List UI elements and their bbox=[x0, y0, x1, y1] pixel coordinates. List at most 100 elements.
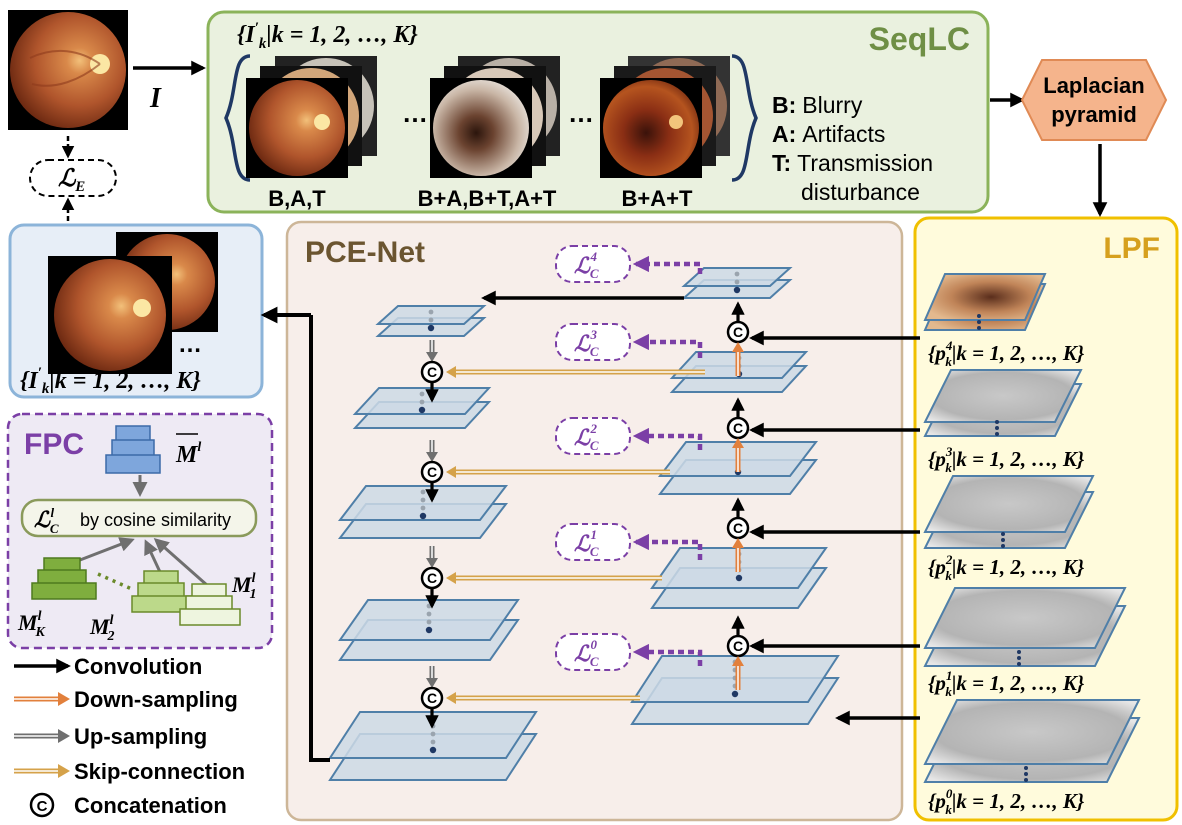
loss-c-2: ℒC2 bbox=[555, 417, 703, 455]
downsample-arrow-1 bbox=[732, 438, 744, 472]
downsample-arrow-0 bbox=[732, 342, 744, 376]
fpc-loss-box bbox=[20, 498, 258, 538]
laplacian-line-2: pyramid bbox=[1051, 102, 1137, 127]
laplacian-line-1: Laplacian bbox=[1043, 73, 1144, 98]
pce-net-title: PCE-Net bbox=[305, 236, 425, 269]
decoder-level-3 bbox=[352, 387, 492, 429]
loss-c-4: ℒC4 bbox=[555, 245, 703, 283]
legend: Convolution Down-sampling Up-sampling Sk… bbox=[14, 654, 245, 818]
svg-text:C: C bbox=[733, 638, 743, 654]
downsample-arrow-3 bbox=[732, 656, 744, 690]
loss-e-box bbox=[29, 159, 117, 197]
loss-c-3: ℒC3 bbox=[555, 323, 703, 361]
svg-text:ℒC4: ℒC4 bbox=[574, 249, 599, 281]
seqlc-legend-blurry: B:Blurry bbox=[772, 92, 863, 118]
legend-up-label: Up-sampling bbox=[74, 724, 207, 749]
fpc-stack-1 bbox=[179, 583, 241, 626]
decoder-level-4 bbox=[375, 305, 487, 337]
legend-skip-label: Skip-connection bbox=[74, 759, 245, 784]
laplacian-pyramid-block bbox=[1020, 59, 1168, 141]
upsample-arrow-1 bbox=[426, 440, 438, 462]
seqlc-legend-artifacts: A:Artifacts bbox=[772, 121, 885, 147]
svg-text:C: C bbox=[427, 570, 437, 586]
seqlc-group-1-label: B,A,T bbox=[268, 186, 326, 211]
upsample-arrow-3 bbox=[426, 666, 438, 688]
decoder-concat-1: C bbox=[420, 460, 444, 484]
loss-c-1: ℒC1 bbox=[555, 523, 703, 561]
seqlc-group-1-images bbox=[246, 56, 377, 178]
skip-connection-3 bbox=[446, 692, 640, 704]
seqlc-dots-1: … bbox=[402, 98, 428, 128]
fpc-mean-stack bbox=[105, 425, 161, 474]
seqlc-group-3-label: B+A+T bbox=[622, 186, 693, 211]
legend-concat-symbol bbox=[29, 792, 55, 818]
fpc-loss-text: by cosine similarity bbox=[80, 510, 231, 530]
seqlc-dots-2: … bbox=[568, 98, 594, 128]
decoder-output-path bbox=[309, 315, 330, 762]
seqlc-title: SeqLC bbox=[869, 21, 970, 57]
seqlc-group-2-images bbox=[430, 56, 560, 178]
legend-down-label: Down-sampling bbox=[74, 687, 238, 712]
svg-text:C: C bbox=[427, 690, 437, 706]
output-dots: … bbox=[178, 331, 202, 358]
fpc-arrow-k bbox=[79, 537, 135, 562]
fpc-title: FPC bbox=[24, 428, 84, 461]
legend-concat-label: Concatenation bbox=[74, 793, 227, 818]
skip-connection-0 bbox=[446, 366, 705, 378]
svg-text:ℒC1: ℒC1 bbox=[574, 527, 599, 559]
pce-net-layers bbox=[328, 267, 840, 781]
encoder-concat-2: C bbox=[726, 516, 750, 540]
svg-text:C: C bbox=[733, 420, 743, 436]
decoder-level-1 bbox=[338, 599, 520, 661]
skip-connection-2 bbox=[446, 572, 662, 584]
svg-text:ℒC0: ℒC0 bbox=[574, 637, 599, 669]
lpf-level-2-stack bbox=[923, 475, 1095, 549]
encoder-concat-1: C bbox=[726, 416, 750, 440]
downsample-arrow-2 bbox=[732, 538, 744, 572]
fpc-stack-2 bbox=[131, 570, 193, 613]
svg-text:C: C bbox=[37, 798, 48, 815]
input-label: I bbox=[149, 83, 162, 114]
seqlc-panel bbox=[206, 10, 990, 214]
lpf-level-3-stack bbox=[923, 369, 1083, 437]
seqlc-legend-disturbance: disturbance bbox=[801, 179, 920, 205]
svg-text:C: C bbox=[733, 324, 743, 340]
upsample-arrow-0 bbox=[426, 340, 438, 362]
decoder-level-2 bbox=[337, 485, 509, 539]
fpc-stack-k bbox=[31, 557, 97, 600]
fpc-loss-symbol: ℒCl bbox=[34, 505, 59, 536]
pce-net-connections: C C C C C C C C bbox=[309, 290, 920, 762]
encoder-concat-0: C bbox=[726, 320, 750, 344]
seqlc-legend-transmission: T:Transmission bbox=[772, 150, 933, 176]
seqlc-right-bracket bbox=[731, 54, 758, 182]
decoder-concat-2: C bbox=[420, 566, 444, 590]
encoder-level-4 bbox=[681, 267, 793, 299]
svg-text:ℒC3: ℒC3 bbox=[574, 327, 599, 359]
output-fundus-images bbox=[48, 232, 218, 374]
svg-text:ℒC2: ℒC2 bbox=[574, 421, 599, 453]
skip-connection-1 bbox=[446, 466, 670, 478]
lpf-level-0-stack bbox=[923, 699, 1141, 783]
svg-text:C: C bbox=[427, 364, 437, 380]
upsample-arrow-2 bbox=[426, 546, 438, 568]
lpf-level-4-stack bbox=[923, 273, 1047, 331]
seqlc-group-3-images bbox=[600, 56, 730, 178]
decoder-concat-0: C bbox=[420, 360, 444, 384]
encoder-concat-3: C bbox=[726, 634, 750, 658]
legend-conv-label: Convolution bbox=[74, 654, 202, 679]
seqlc-set-label: {I′k|k = 1, 2, …, K} bbox=[237, 20, 418, 52]
output-set-label: {I′k|k = 1, 2, …, K} bbox=[20, 365, 201, 397]
loss-e-symbol: ℒE bbox=[58, 166, 85, 195]
svg-text:C: C bbox=[427, 464, 437, 480]
